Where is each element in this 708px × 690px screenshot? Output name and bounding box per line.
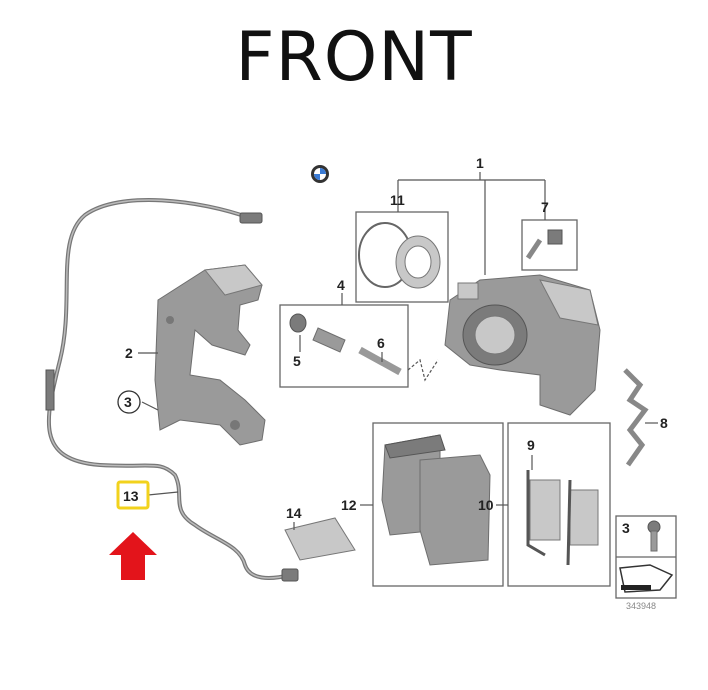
orientation-arrow-icon xyxy=(619,564,674,593)
bolt-part xyxy=(647,520,661,552)
callout-3-bolt: 3 xyxy=(622,520,630,536)
callout-7: 7 xyxy=(541,199,549,215)
highlight-box-13 xyxy=(116,480,150,510)
callout-13: 13 xyxy=(123,488,139,504)
callout-1: 1 xyxy=(476,155,484,171)
callout-9: 9 xyxy=(527,437,535,453)
callout-5: 5 xyxy=(293,353,301,369)
red-arrow-icon xyxy=(109,532,157,580)
callout-14: 14 xyxy=(286,505,302,521)
callout-2: 2 xyxy=(125,345,133,361)
wear-sensor-wire xyxy=(45,198,299,582)
guide-bolt-part xyxy=(312,327,402,376)
diagram-number: 343948 xyxy=(626,601,656,611)
leader-lines xyxy=(138,172,658,530)
callout-4: 4 xyxy=(337,277,345,293)
brake-pads-part xyxy=(381,434,491,566)
bmw-logo xyxy=(311,165,329,183)
spring-clip-part xyxy=(623,368,649,467)
callout-3-circled: 3 xyxy=(124,394,132,410)
callout-12: 12 xyxy=(341,497,357,513)
bleeder-box xyxy=(521,219,578,271)
page-title: FRONT xyxy=(235,18,473,97)
caliper-carrier-part xyxy=(154,264,266,446)
caliper-part xyxy=(444,274,601,416)
callout-10: 10 xyxy=(478,497,494,513)
guide-bolt-box xyxy=(279,304,409,388)
callout-6: 6 xyxy=(377,335,385,351)
grease-packet-part xyxy=(284,517,356,561)
bleeder-valve-part xyxy=(525,229,563,260)
callout-8: 8 xyxy=(660,415,668,431)
pad-clips-part xyxy=(526,470,599,566)
bushing-part xyxy=(289,313,307,333)
callout-11: 11 xyxy=(390,192,405,208)
callout-3-circle xyxy=(117,390,141,414)
seal-kit-box xyxy=(355,211,449,303)
